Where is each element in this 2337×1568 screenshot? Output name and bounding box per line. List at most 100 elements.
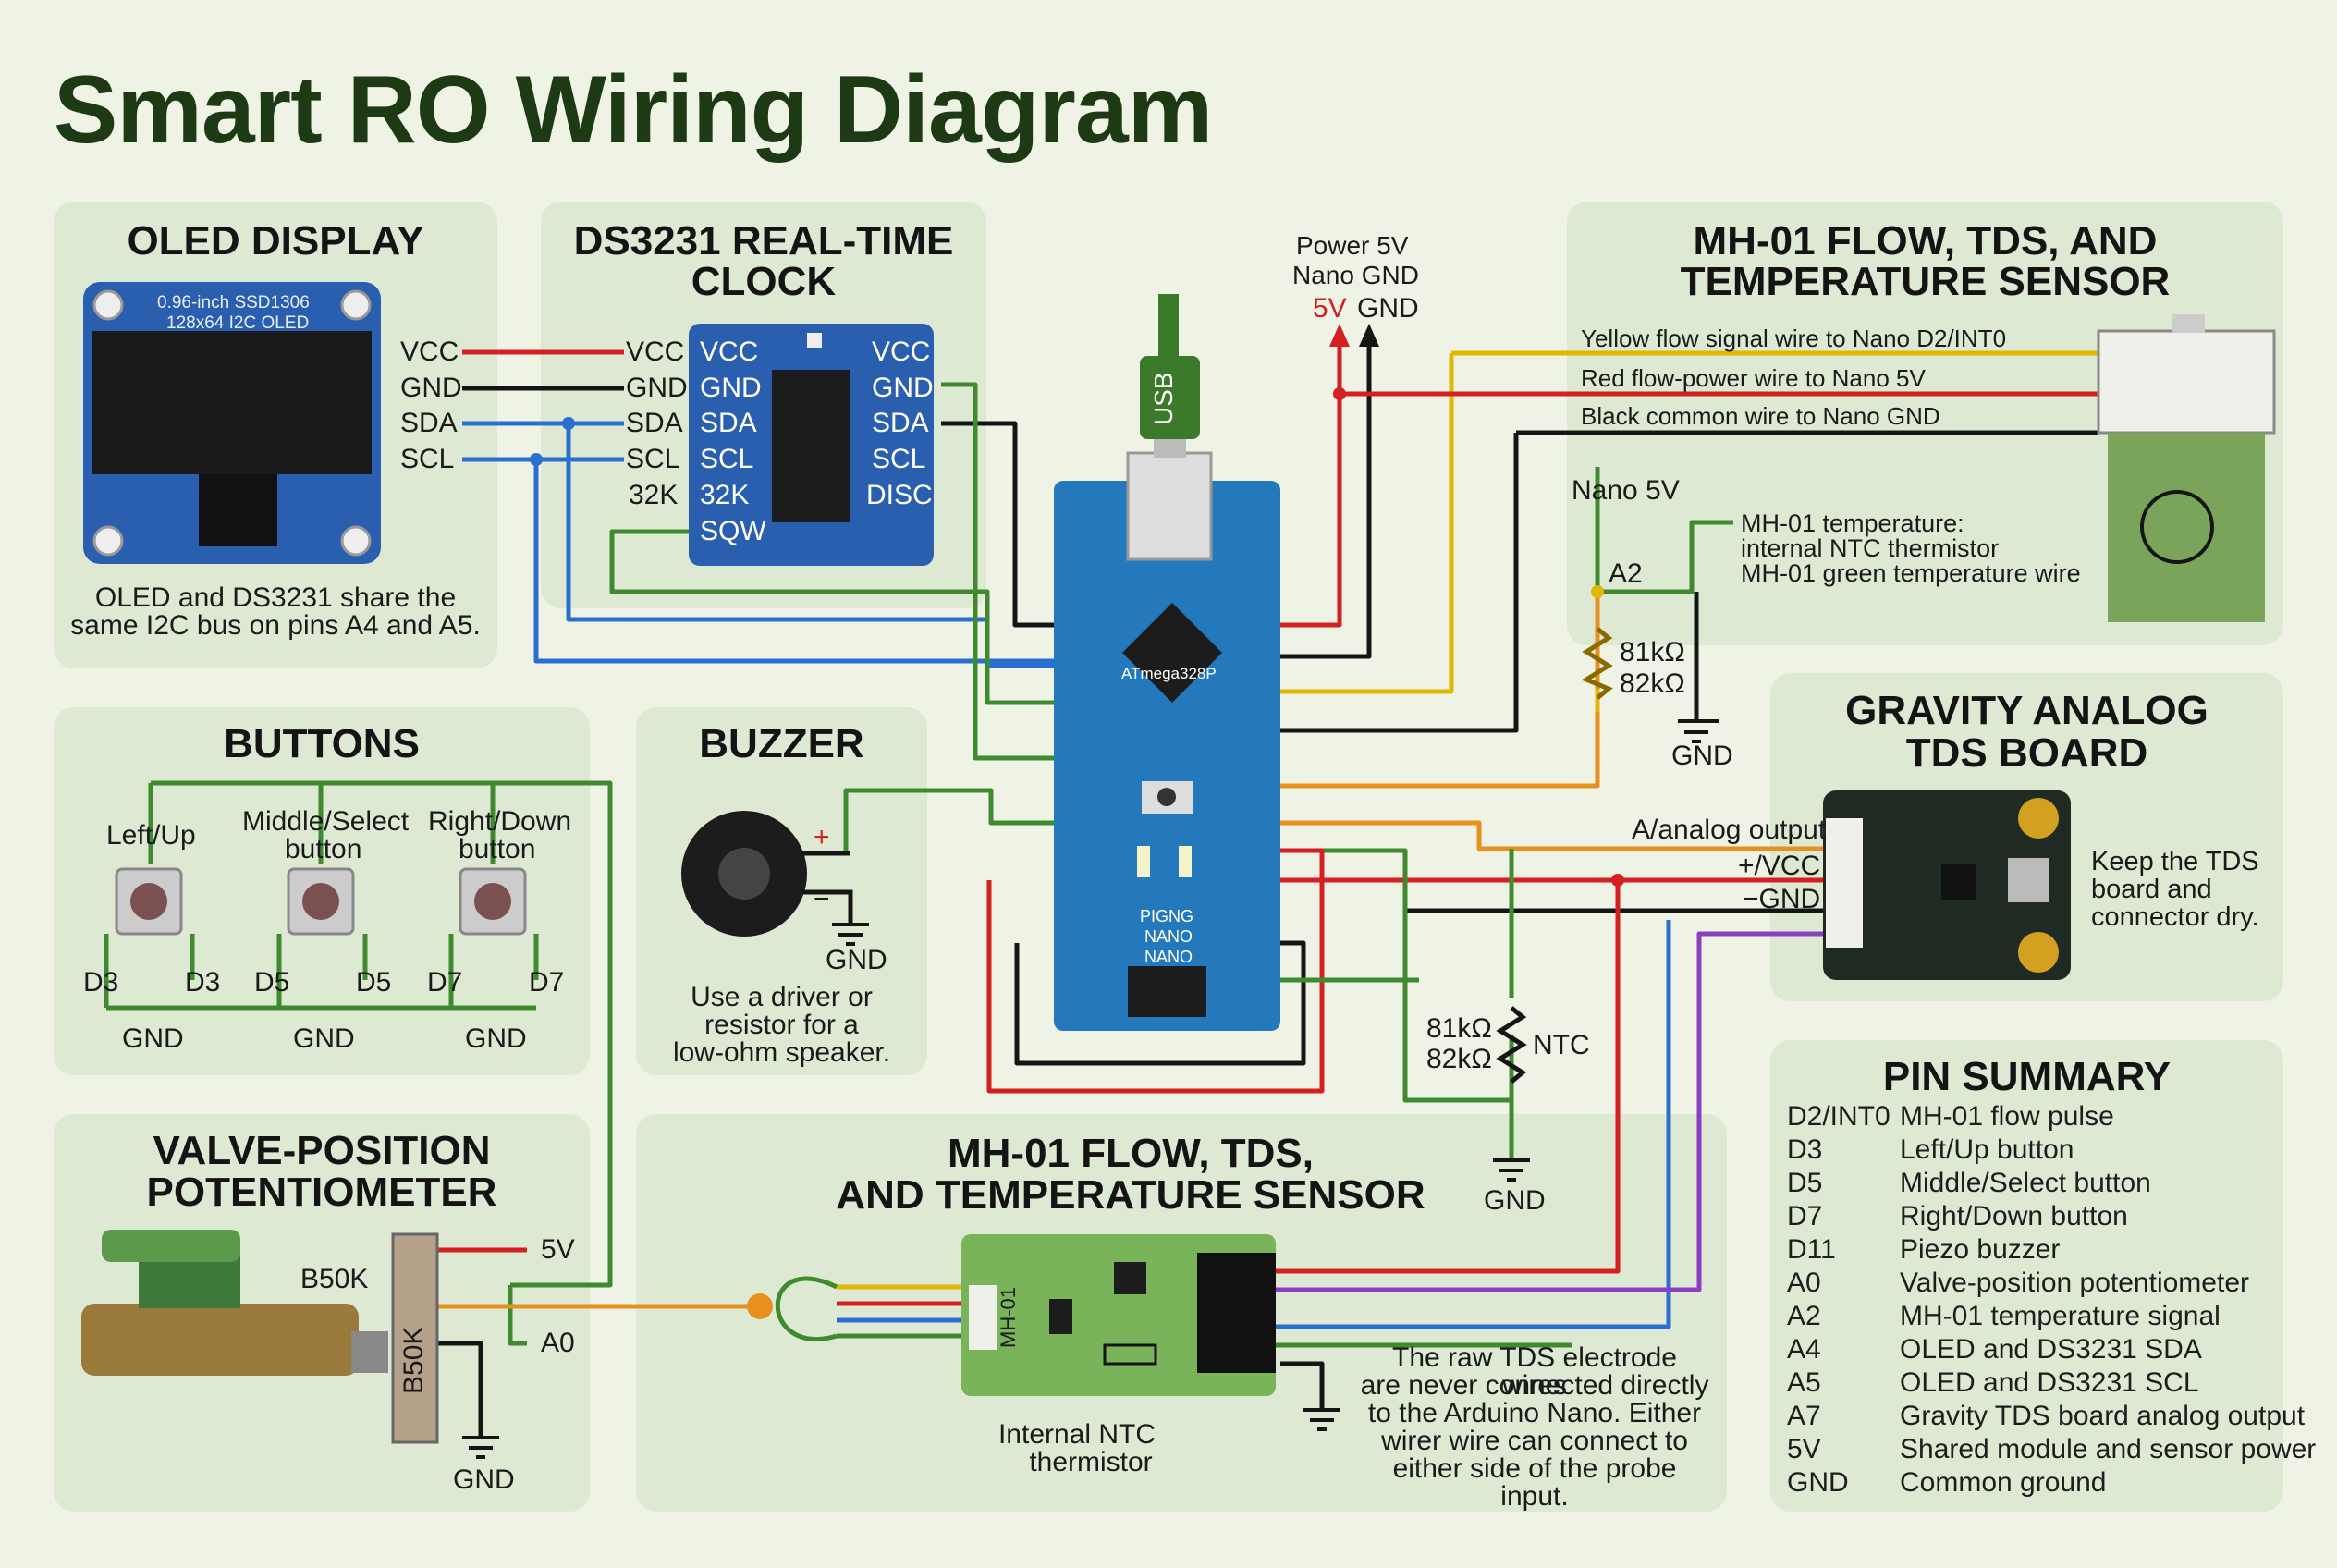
wire-rtc-green bbox=[941, 382, 1063, 761]
buzzer-title: BUZZER bbox=[699, 721, 864, 766]
wire-pot-gnd bbox=[436, 1341, 483, 1438]
wire-probe-loop bbox=[775, 1276, 838, 1341]
flow-bottom-ntc-2: thermistor bbox=[1029, 1447, 1153, 1477]
valve-shape bbox=[81, 1230, 439, 1444]
wire-pot-a0 bbox=[436, 1285, 527, 1346]
flow-bottom-title-1: MH-01 FLOW, TDS, bbox=[948, 1131, 1314, 1176]
button-pin-d7a: D7 bbox=[427, 967, 463, 998]
summary-pin: D7 bbox=[1787, 1201, 1823, 1231]
nano-board-label-3: NANO bbox=[1144, 948, 1193, 966]
button-1-label: Left/Up bbox=[106, 820, 196, 851]
summary-desc: Gravity TDS board analog output bbox=[1900, 1401, 2306, 1431]
wire-rtc-gnd bbox=[941, 421, 1063, 628]
rtc-outer-scl: SCL bbox=[626, 444, 680, 474]
wire-loop-black bbox=[1014, 940, 1306, 1066]
oled-pin-sda: SDA bbox=[400, 408, 458, 438]
rtc-left-32k: 32K bbox=[700, 480, 750, 510]
pot-title-1: VALVE-POSITION bbox=[153, 1128, 491, 1173]
rtc-right-disc: DISC bbox=[866, 480, 933, 510]
flow-bottom-note-2: are never connected directly bbox=[1360, 1370, 1709, 1401]
pot-a0-label: A0 bbox=[541, 1328, 575, 1358]
rtc-outer-gnd: GND bbox=[626, 373, 688, 403]
nano-usb-label: USB bbox=[1149, 372, 1178, 425]
wire-buzzer-pos bbox=[843, 788, 1063, 853]
wire-bottom-purple bbox=[1276, 931, 1830, 1292]
pot-title-2: POTENTIOMETER bbox=[146, 1170, 497, 1215]
flow-temp-label-3: MH-01 green temperature wire bbox=[1741, 559, 2081, 587]
wire-bottom-red bbox=[1276, 880, 1621, 1274]
buzzer-gnd: GND bbox=[826, 945, 887, 975]
flow-resistor-1: 81kΩ bbox=[1620, 637, 1685, 668]
tds-resistor-2: 82kΩ bbox=[1426, 1044, 1492, 1074]
nano-board-label-1: PIGNG bbox=[1140, 907, 1194, 925]
rtc-module bbox=[689, 324, 934, 566]
rtc-left-sqw: SQW bbox=[700, 516, 766, 546]
tds-vcc-label: +/VCC bbox=[1738, 851, 1821, 881]
rtc-left-sda: SDA bbox=[700, 408, 757, 438]
flow-wire-black-label: Black common wire to Nano GND bbox=[1581, 402, 1940, 430]
flow-bottom-board bbox=[961, 1234, 1276, 1396]
button-2-label-1: Middle/Select bbox=[242, 806, 410, 837]
rtc-title-1: DS3231 REAL-TIME bbox=[573, 218, 954, 263]
button-shapes bbox=[104, 867, 539, 1008]
nano-board-label-2: NANO bbox=[1144, 927, 1193, 946]
pot-5v-label: 5V bbox=[541, 1234, 575, 1265]
summary-pin: D5 bbox=[1787, 1168, 1823, 1198]
tds-title-2: TDS BOARD bbox=[1905, 730, 2148, 776]
wire-sqw bbox=[609, 529, 1063, 705]
button-gnd-1: GND bbox=[122, 1023, 184, 1054]
nano-chip-label: ATmega328P bbox=[1121, 665, 1217, 682]
summary-pin: D2/INT0 bbox=[1787, 1101, 1890, 1132]
ground-symbols bbox=[462, 719, 1719, 1459]
tds-note-2: board and bbox=[2091, 875, 2212, 904]
rtc-right-gnd: GND bbox=[872, 373, 934, 403]
page-title: Smart RO Wiring Diagram bbox=[54, 56, 1213, 164]
button-pin-d3b: D3 bbox=[185, 967, 221, 998]
pot-b50k-label: B50K bbox=[300, 1264, 369, 1294]
summary-desc: Left/Up button bbox=[1900, 1134, 2074, 1165]
wire-a2-orange bbox=[1278, 592, 1600, 789]
wire-flow-yellow-down bbox=[1278, 353, 1454, 694]
rtc-left-gnd: GND bbox=[700, 373, 762, 403]
flow-wire-yellow-label: Yellow flow signal wire to Nano D2/INT0 bbox=[1581, 325, 2007, 352]
oled-module bbox=[83, 282, 381, 564]
rtc-right-vcc: VCC bbox=[872, 337, 931, 367]
rtc-left-vcc: VCC bbox=[700, 337, 759, 367]
rtc-left-scl: SCL bbox=[700, 444, 754, 474]
flow-temp-label-2: internal NTC thermistor bbox=[1741, 534, 2000, 562]
summary-pin: GND bbox=[1787, 1467, 1849, 1498]
tds-analog-label: A/analog output bbox=[1632, 815, 1827, 845]
wire-gnd-power bbox=[1278, 342, 1372, 659]
pot-gnd-label: GND bbox=[453, 1464, 515, 1495]
buzzer-shape bbox=[681, 811, 853, 937]
rtc-title-2: CLOCK bbox=[691, 259, 837, 304]
nano-board bbox=[1054, 294, 1280, 1031]
wire-buttons-top bbox=[151, 780, 613, 1288]
flow-a2-label: A2 bbox=[1609, 558, 1643, 589]
oled-module-label-1: 0.96-inch SSD1306 bbox=[157, 293, 310, 312]
tds-resistor-1: 81kΩ bbox=[1426, 1013, 1492, 1044]
arrow-gnd bbox=[1359, 324, 1379, 347]
button-3-label-2: button bbox=[459, 834, 536, 864]
button-pin-d5b: D5 bbox=[356, 967, 392, 998]
button-gnd-3: GND bbox=[465, 1023, 527, 1054]
summary-pin: A4 bbox=[1787, 1334, 1821, 1365]
flow-top-module bbox=[2097, 314, 2276, 622]
flow-temp-label-1: MH-01 temperature: bbox=[1741, 509, 1964, 537]
resistor-top bbox=[1581, 627, 1613, 700]
power-label-1: Power 5V bbox=[1296, 231, 1409, 260]
flow-bottom-note-3: to the Arduino Nano. Either bbox=[1367, 1398, 1702, 1428]
flow-top-title-2: TEMPERATURE SENSOR bbox=[1680, 259, 2171, 304]
buzzer-plus: + bbox=[814, 822, 830, 852]
rtc-outer-sda: SDA bbox=[626, 408, 683, 438]
summary-desc: Right/Down button bbox=[1900, 1201, 2128, 1231]
buzzer-caption-3: low-ohm speaker. bbox=[672, 1037, 891, 1068]
summary-pin: A2 bbox=[1787, 1301, 1821, 1331]
tds-gnd-label: −GND bbox=[1743, 884, 1821, 914]
flow-resistor-2: 82kΩ bbox=[1620, 668, 1685, 699]
summary-panel bbox=[1770, 1040, 2283, 1512]
pot-body-label: B50K bbox=[398, 1326, 429, 1394]
wire-5v-power bbox=[1278, 342, 1342, 628]
flow-bottom-board-label: MH-01 bbox=[997, 1286, 1020, 1348]
flow-bottom-title-2: AND TEMPERATURE SENSOR bbox=[836, 1172, 1425, 1218]
